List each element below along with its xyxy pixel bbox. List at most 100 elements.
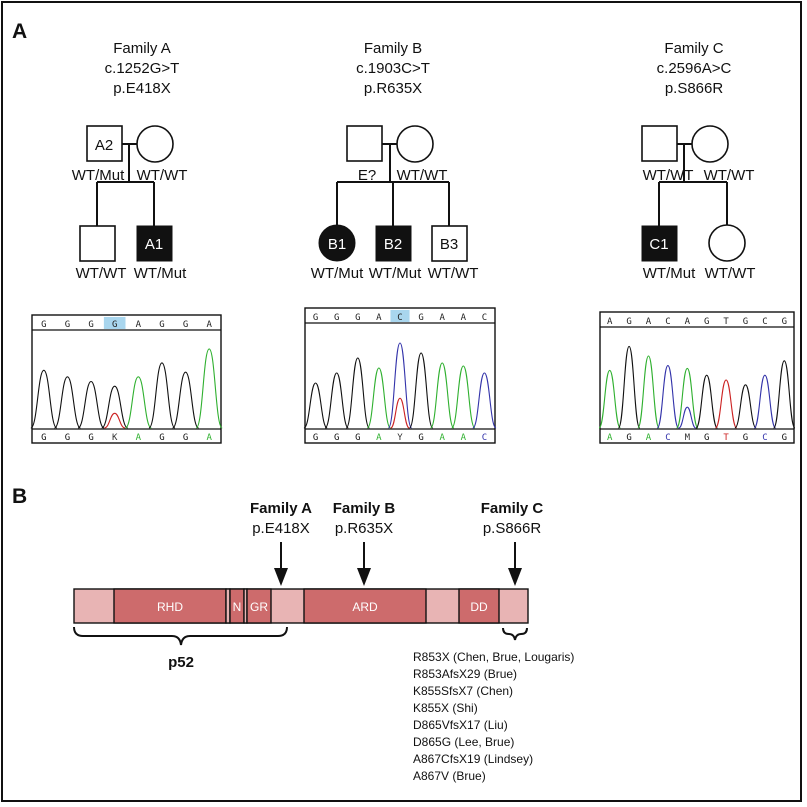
mother-b-circle (396, 125, 434, 163)
domain-ard (303, 588, 427, 624)
bottom-sequence-base: G (183, 433, 188, 443)
bottom-sequence-base: A (136, 433, 142, 443)
bottom-sequence-base: G (355, 433, 360, 443)
top-sequence-base: G (626, 317, 631, 327)
arrow-family-c: Family C p.S866R (481, 500, 543, 586)
trace-peak (617, 345, 641, 429)
bottom-sequence-base: G (334, 433, 339, 443)
top-sequence-base: T (723, 317, 729, 327)
arrow-family-c-mutation: p.S866R (483, 520, 542, 537)
child-a1-affected-square (136, 225, 173, 262)
top-sequence-base: A (440, 313, 446, 323)
top-sequence-base: G (704, 317, 709, 327)
bottom-sequence-base: A (461, 433, 467, 443)
top-sequence-base: G (159, 320, 164, 330)
top-sequence-base: C (482, 313, 487, 323)
mother-a-circle (136, 125, 174, 163)
trace-peak (172, 371, 200, 429)
reported-mutation: K855X (Shi) (413, 701, 478, 715)
bottom-sequence-base: G (782, 433, 787, 443)
trace-secondary-peak (678, 406, 697, 429)
reported-mutation: D865G (Lee, Brue) (413, 735, 514, 749)
bottom-sequence-base: G (704, 433, 709, 443)
bottom-sequence-base: C (665, 433, 670, 443)
bottom-sequence-base: C (762, 433, 767, 443)
father-c-square (641, 125, 678, 162)
top-sequence-base: A (376, 313, 382, 323)
child-a-genotype-2: WT/Mut (134, 265, 187, 282)
trace-peak (30, 369, 58, 429)
reported-mutation: R853AfsX29 (Brue) (413, 667, 517, 681)
bottom-sequence-base: G (41, 433, 46, 443)
top-sequence-base: G (313, 313, 318, 323)
trace-peak (345, 357, 370, 429)
family-c-protein: p.S866R (665, 80, 724, 97)
mother-c-genotype: WT/WT (704, 167, 755, 184)
trace-peak (714, 379, 738, 429)
father-c-genotype: WT/WT (643, 167, 694, 184)
reported-mutation: A867V (Brue) (413, 769, 486, 783)
trace-peak (324, 372, 349, 429)
top-sequence-base: G (112, 320, 117, 330)
bottom-sequence-base: A (607, 433, 613, 443)
bottom-sequence-base: A (206, 433, 212, 443)
protein-map: Family A p.E418X Family B p.R635X Family… (73, 500, 574, 783)
family-a-name: Family A (113, 40, 171, 57)
domain-dd-label: DD (470, 600, 488, 614)
trace-peak (637, 355, 660, 429)
child-b3-label: B3 (440, 236, 458, 253)
child-c-genotype-1: WT/Mut (643, 265, 696, 282)
top-sequence-base: G (183, 320, 188, 330)
arrow-family-b: Family B p.R635X (333, 500, 395, 586)
trace-peak (472, 372, 497, 429)
top-sequence-base: G (334, 313, 339, 323)
domain-rhd-label: RHD (157, 600, 183, 614)
child-b-genotype-1: WT/Mut (311, 265, 364, 282)
c-terminal-brace (502, 627, 528, 641)
child-b-genotype-3: WT/WT (428, 265, 479, 282)
trace-peak (598, 369, 621, 429)
top-sequence-base: C (665, 317, 670, 327)
reported-mutation: A867CfsX19 (Lindsey) (413, 752, 533, 766)
trace-peak (695, 374, 718, 429)
top-sequence-base: G (65, 320, 70, 330)
domain-dd (458, 588, 500, 624)
bottom-sequence-base: A (646, 433, 652, 443)
bottom-sequence-base: C (482, 433, 487, 443)
panel-label-b: B (12, 485, 27, 508)
father-b-genotype: E? (358, 167, 376, 184)
top-sequence-base: A (685, 317, 691, 327)
bottom-sequence-base: G (159, 433, 164, 443)
family-b-cdna: c.1903C>T (356, 60, 430, 77)
child-c-genotype-2: WT/WT (705, 265, 756, 282)
family-c-cdna: c.2596A>C (657, 60, 732, 77)
arrow-family-b-mutation: p.R635X (335, 520, 393, 537)
child-a-genotype-1: WT/WT (76, 265, 127, 282)
mother-c-circle (691, 125, 729, 163)
pedigree-family-a: Family A c.1252G>T p.E418X A2 WT/Mut WT/… (72, 40, 188, 282)
father-a2-label: A2 (95, 137, 113, 154)
top-sequence-base: G (355, 313, 360, 323)
bottom-sequence-base: G (626, 433, 631, 443)
domain-rhd (113, 588, 227, 624)
trace-peak (195, 348, 223, 429)
arrow-family-a-name: Family A (250, 500, 312, 517)
domain-gr (246, 588, 272, 624)
pedigree-family-b: Family B c.1903C>T p.R635X E? WT/WT B1 B… (311, 40, 479, 282)
trace-peak (148, 362, 176, 429)
arrow-family-a: Family A p.E418X (250, 500, 312, 586)
bottom-sequence-base: T (723, 433, 729, 443)
trace-peak (676, 367, 699, 429)
arrow-family-a-mutation: p.E418X (252, 520, 310, 537)
top-sequence-base: G (88, 320, 93, 330)
trace-peak (408, 352, 434, 429)
bottom-sequence-base: A (376, 433, 382, 443)
reported-mutation: K855SfsX7 (Chen) (413, 684, 513, 698)
trace-peak (101, 385, 129, 429)
trace-peak (430, 362, 455, 429)
bottom-sequence-base: A (440, 433, 446, 443)
